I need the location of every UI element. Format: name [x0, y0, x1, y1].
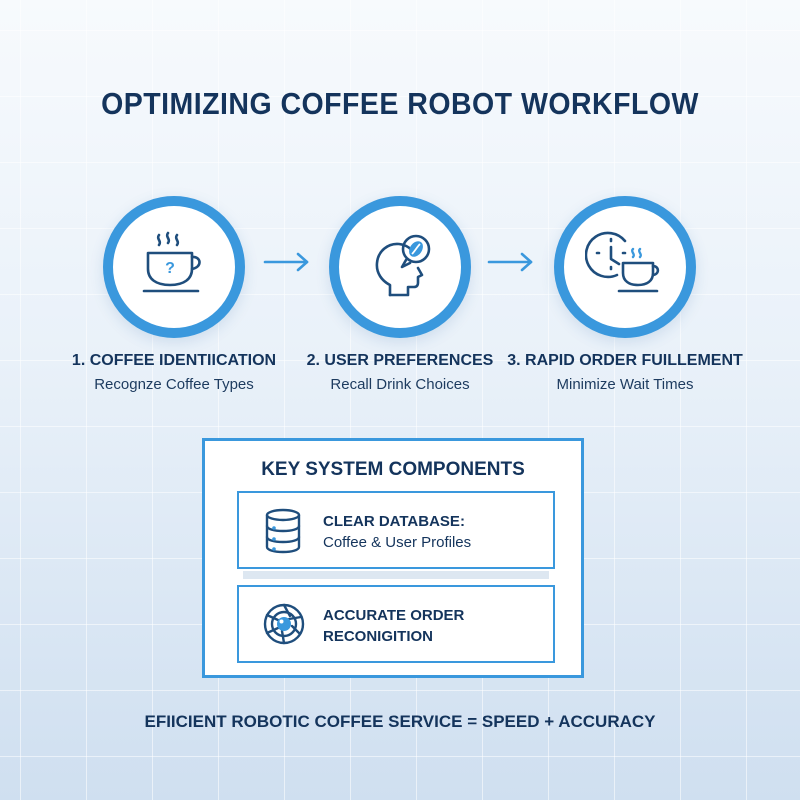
- step-rapid-order-fulfillment: 3. RAPID ORDER FUILLEMENT Minimize Wait …: [505, 196, 745, 393]
- component-order-recognition: ACCURATE ORDER RECONIGITION: [237, 585, 555, 663]
- step-description: Recognze Coffee Types: [94, 376, 254, 393]
- component-subtitle: RECONIGITION: [323, 628, 434, 645]
- component-text: CLEAR DATABASE: Coffee & User Profiles: [323, 511, 471, 553]
- clock-coffee-icon: [585, 231, 660, 293]
- component-subtitle: Coffee & User Profiles: [323, 534, 472, 551]
- coffee-question-icon: ?: [142, 231, 201, 293]
- component-title: ACCURATE ORDER: [323, 607, 465, 624]
- page-title: OPTIMIZING COFFEE ROBOT WORKFLOW: [101, 86, 699, 121]
- camera-lens-icon: [263, 603, 305, 645]
- step-user-preferences: 2. USER PREFERENCES Recall Drink Choices: [280, 196, 520, 393]
- step-label: 3. RAPID ORDER FUILLEMENT: [507, 352, 743, 369]
- svg-text:?: ?: [165, 260, 175, 277]
- database-icon: [265, 508, 301, 554]
- step-description: Minimize Wait Times: [556, 376, 694, 393]
- key-components-panel: KEY SYSTEM COMPONENTS CLEAR DATABASE: Co…: [202, 438, 584, 678]
- step-label: 2. USER PREFERENCES: [306, 352, 494, 369]
- component-database: CLEAR DATABASE: Coffee & User Profiles: [237, 491, 555, 569]
- head-coffee-bean-icon: [375, 234, 431, 297]
- component-title: CLEAR DATABASE:: [323, 513, 465, 530]
- divider: [243, 571, 549, 579]
- summary-footer: EFIICIENT ROBOTIC COFFEE SERVICE = SPEED…: [144, 712, 656, 731]
- step-coffee-identification: ? 1. COFFEE IDENTIICATION Recognze Coffe…: [54, 196, 294, 393]
- component-text: ACCURATE ORDER RECONIGITION: [323, 605, 464, 647]
- arrow-right-icon: [263, 252, 309, 272]
- step-label: 1. COFFEE IDENTIICATION: [71, 352, 277, 369]
- step-description: Recall Drink Choices: [330, 376, 470, 393]
- step-circle: [329, 196, 471, 338]
- arrow-right-icon: [487, 252, 533, 272]
- step-circle: ?: [103, 196, 245, 338]
- panel-title: KEY SYSTEM COMPONENTS: [261, 459, 525, 480]
- step-circle: [554, 196, 696, 338]
